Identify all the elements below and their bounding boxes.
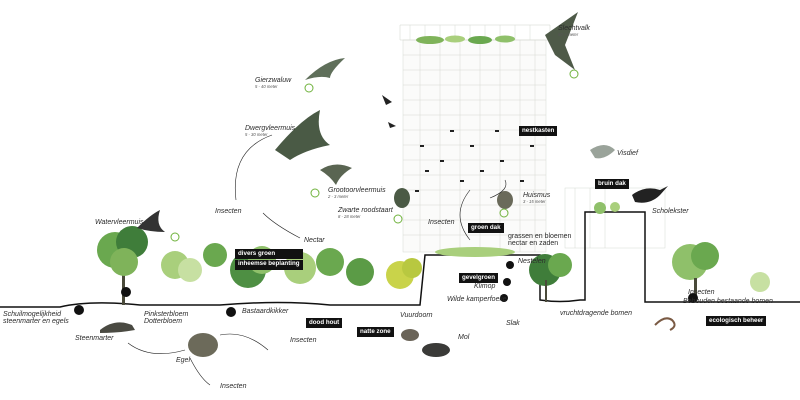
label-bastaardkikker: Bastaardkikker	[242, 308, 289, 315]
label-visdief: Visdief	[617, 150, 638, 157]
swallow-silhouettes	[382, 95, 396, 128]
visdief-bird	[590, 145, 615, 159]
label-behouden-bomen: Behouden bestaande bomen	[683, 298, 773, 305]
green-roof-plants	[435, 247, 515, 257]
label-klimop: Klimop	[474, 283, 496, 290]
label-vruchtdragende-bomen: vruchtdragende bomen	[560, 310, 632, 317]
label-scholekster: Scholekster	[652, 208, 689, 215]
label-steenmarter: Steenmarter	[75, 335, 114, 342]
dwergvleermuis-bat	[275, 110, 330, 160]
tag-inheemse-beplanting: inheemse beplanting	[235, 259, 303, 270]
label-insecten-egel: Insecten	[220, 383, 247, 390]
label-watervleermuis: Watervleermuis	[95, 219, 144, 226]
label-vuurdoorn: Vuurdoorn	[400, 312, 433, 319]
woelmuis-animal	[401, 329, 419, 341]
label-egel: Egel	[176, 357, 191, 364]
label-slak: Slak	[506, 320, 520, 327]
worm-animal	[654, 317, 676, 331]
label-insecten-ground: Insecten	[290, 337, 317, 344]
gierzwaluw-bat	[305, 58, 345, 80]
tower-roof-garden	[416, 35, 515, 44]
label-pinksterbloem: Pinksterbloem Dotterbloem	[144, 311, 189, 326]
tower-building	[399, 24, 551, 253]
trees-right	[529, 202, 770, 302]
food-chain-arrows	[127, 134, 507, 386]
tag-divers-groen: divers groen	[235, 249, 303, 259]
scholekster-bird	[632, 186, 668, 203]
label-nectar: Nectar	[304, 237, 325, 244]
label-mol: Mol	[458, 334, 470, 341]
nest-box-markers	[415, 130, 534, 192]
tag-stack-groen: divers groen inheemse beplanting	[235, 249, 303, 271]
label-nestelen: Nestelen	[518, 258, 546, 265]
tag-nestkasten: nestkasten	[519, 126, 558, 136]
tag-gevelgroen: gevelgroen	[459, 273, 499, 283]
label-insecten-roof: Insecten	[428, 219, 455, 226]
label-schuilmogelijkheid: Schuilmogelijkheid steenmarter en egels	[3, 311, 69, 326]
label-insecten-right: Insecten	[688, 289, 715, 296]
target-icons	[170, 69, 579, 242]
label-grassen-nectar: grassen en bloemen nectar en zaden	[508, 233, 572, 248]
huismus-bird	[497, 191, 513, 209]
slechtvalk-bird	[545, 12, 578, 70]
tag-ecologisch-beheer: ecologisch beheer	[706, 316, 767, 326]
ground-line	[0, 211, 800, 308]
tag-groen-dak: groen dak	[468, 223, 504, 233]
label-wilde-kamperfoelie: Wilde kamperfoelie	[447, 296, 507, 303]
roodstaart-bird	[394, 188, 410, 208]
watervleermuis-bat	[137, 210, 165, 232]
mol-animal	[422, 343, 450, 357]
tag-dood-hout: dood hout	[306, 318, 343, 328]
tag-natte-zone: natte zone	[357, 327, 394, 337]
egel-animal	[188, 333, 218, 357]
grootoorvleermuis-bat	[320, 164, 352, 185]
ground-icons	[74, 261, 698, 317]
tag-bruin-dak: bruin dak	[595, 179, 629, 189]
steenmarter-animal	[100, 322, 135, 333]
label-insecten-bats: Insecten	[215, 208, 242, 215]
